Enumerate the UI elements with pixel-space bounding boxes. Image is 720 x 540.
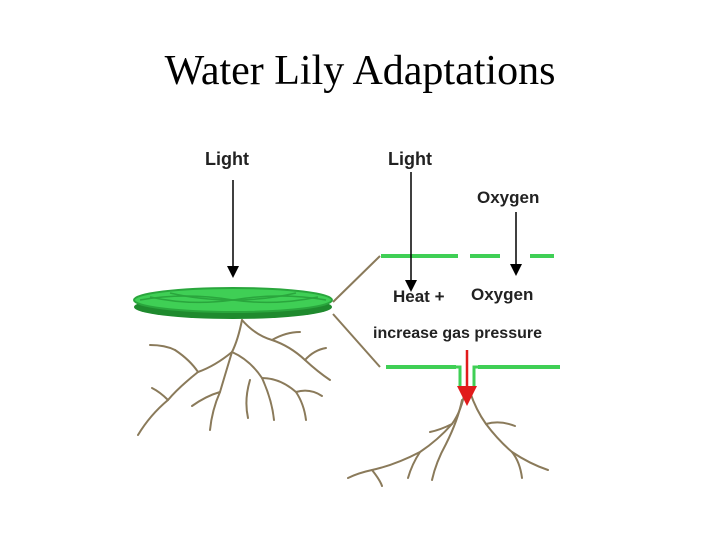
- slide-title: Water Lily Adaptations: [164, 48, 556, 94]
- oxygen-label-mid: Oxygen: [471, 285, 533, 304]
- light-label-left: Light: [205, 149, 249, 169]
- zoom-line-top: [332, 255, 381, 303]
- right-roots: [347, 389, 549, 487]
- oxygen-label-top: Oxygen: [477, 188, 539, 207]
- light-label-right: Light: [388, 149, 432, 169]
- zoom-line-bottom: [332, 313, 381, 368]
- left-roots: [137, 319, 331, 436]
- leaf-bottom-surface: [386, 365, 560, 388]
- lily-pad-group: [133, 287, 333, 319]
- gas-pressure-label: increase gas pressure: [373, 325, 542, 342]
- lily-pad-veins: [139, 292, 327, 304]
- heat-label: Heat +: [393, 287, 445, 306]
